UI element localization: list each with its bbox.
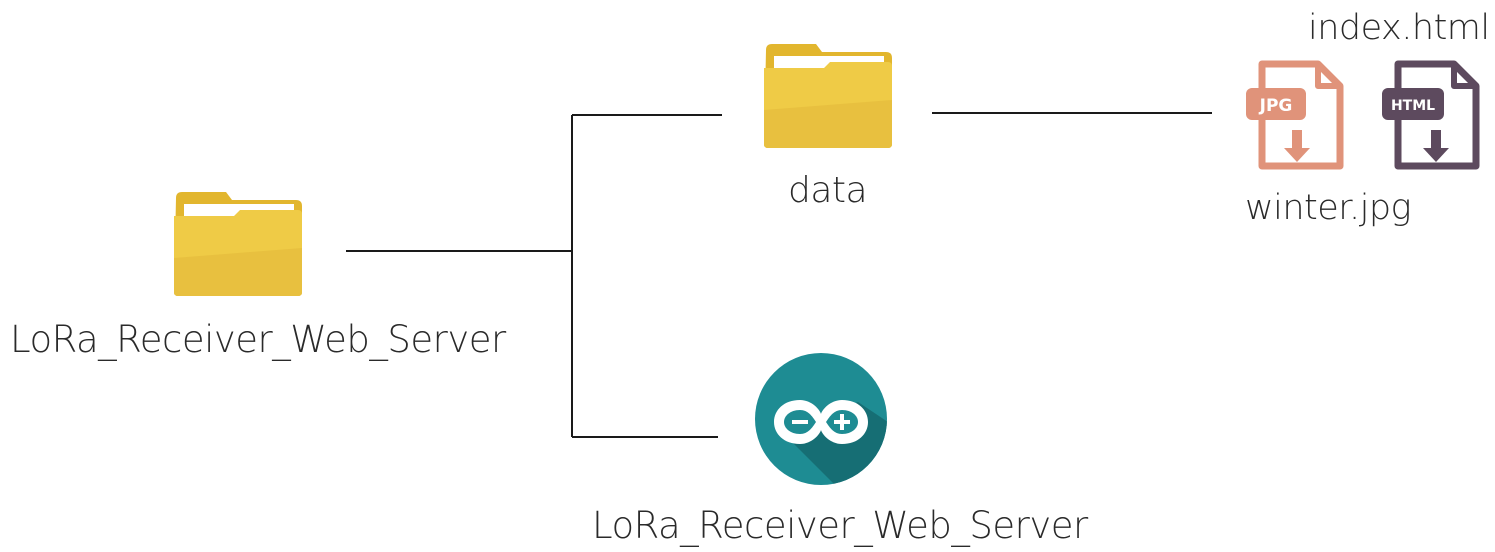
html-badge: HTML (1391, 98, 1435, 114)
folder-icon[interactable] (762, 40, 894, 150)
arduino-icon[interactable] (754, 352, 888, 486)
jpg-file-icon[interactable]: JPG (1244, 60, 1344, 172)
sketch-label: LoRa_Receiver_Web_Server (592, 504, 1088, 547)
data-folder-label: data (788, 170, 868, 211)
html-file-icon[interactable]: HTML (1380, 60, 1482, 172)
jpg-file-label: winter.jpg (1245, 188, 1412, 228)
root-folder-label: LoRa_Receiver_Web_Server (10, 318, 506, 361)
jpg-badge: JPG (1259, 96, 1293, 116)
folder-icon[interactable] (172, 188, 304, 298)
html-file-label: index.html (1308, 8, 1490, 48)
